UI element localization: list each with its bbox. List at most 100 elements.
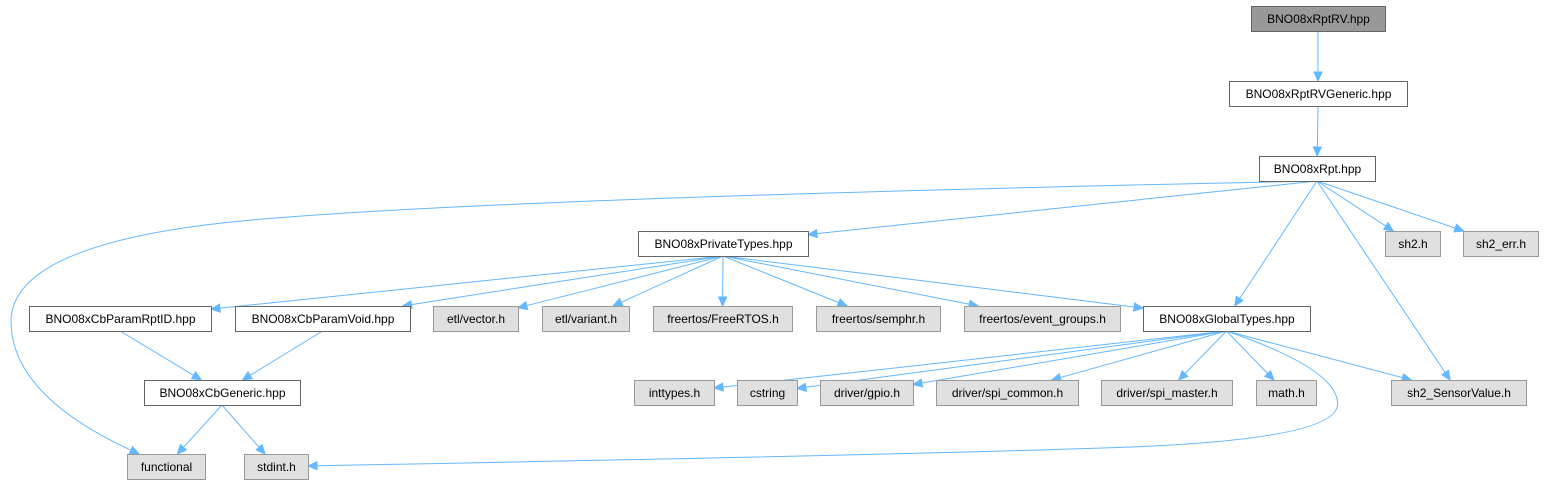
node-box: [235, 306, 411, 332]
arrowhead-icon: [717, 296, 728, 308]
node-label: BNO08xRptRVGeneric.hpp: [1246, 87, 1392, 101]
edge-line: [249, 330, 323, 376]
edge-privtypes-to-etlvariant: [611, 255, 724, 307]
node-box: [936, 380, 1079, 406]
node-box: [29, 306, 212, 332]
node-label: math.h: [1268, 386, 1305, 400]
node-stdint: stdint.h: [244, 454, 309, 480]
edge-cbgeneric-to-stdint: [221, 404, 266, 455]
node-gpio: driver/gpio.h: [820, 380, 914, 406]
arrowhead-icon: [1263, 369, 1275, 381]
node-label: cstring: [750, 386, 785, 400]
edge-rpt-to-globtypes: [1234, 180, 1318, 308]
arrowhead-icon: [241, 370, 254, 381]
edge-globtypes-to-spimaster: [1177, 330, 1227, 381]
edge-line: [805, 330, 1227, 388]
arrowhead-icon: [795, 382, 808, 392]
arrowhead-icon: [306, 460, 318, 471]
node-label: etl/vector.h: [447, 312, 505, 326]
edge-line: [1316, 180, 1387, 227]
edge-line: [1226, 330, 1403, 379]
node-label: BNO08xRpt.hpp: [1274, 162, 1362, 176]
edge-line: [316, 330, 1339, 467]
edge-line: [221, 404, 260, 448]
node-box: [1251, 6, 1386, 32]
edge-cbvoid-to-cbgeneric: [241, 330, 323, 381]
node-spimaster: driver/spi_master.h: [1101, 380, 1233, 406]
edge-cbrptid-to-cbgeneric: [119, 330, 203, 381]
edge-line: [722, 255, 1135, 308]
node-box: [144, 380, 301, 406]
node-box: [816, 306, 941, 332]
node-privtypes[interactable]: BNO08xPrivateTypes.hpp: [638, 231, 809, 257]
arrowhead-icon: [209, 303, 221, 313]
arrowhead-icon: [911, 378, 924, 388]
node-globtypes[interactable]: BNO08xGlobalTypes.hpp: [1143, 306, 1311, 332]
node-rpt[interactable]: BNO08xRpt.hpp: [1259, 156, 1376, 182]
node-rptrv[interactable]: BNO08xRptRV.hpp: [1251, 6, 1386, 32]
node-box: [1101, 380, 1233, 406]
node-box: [638, 231, 809, 257]
edge-rptrv-to-rptrvgen: [1313, 31, 1323, 83]
node-rptrvgen[interactable]: BNO08xRptRVGeneric.hpp: [1229, 81, 1408, 107]
arrowhead-icon: [1234, 295, 1244, 308]
edge-globtypes-to-stdint: [306, 330, 1339, 471]
edge-privtypes-to-semphr: [722, 255, 849, 307]
arrowhead-icon: [1312, 146, 1323, 158]
node-label: inttypes.h: [649, 386, 700, 400]
node-box: [737, 380, 798, 406]
node-box: [634, 380, 715, 406]
node-box: [1385, 231, 1441, 257]
arrowhead-icon: [255, 443, 266, 455]
node-box: [127, 454, 206, 480]
node-box: [433, 306, 519, 332]
node-box: [244, 454, 309, 480]
node-label: freertos/FreeRTOS.h: [667, 312, 779, 326]
node-label: BNO08xPrivateTypes.hpp: [654, 237, 792, 251]
node-cbvoid[interactable]: BNO08xCbParamVoid.hpp: [235, 306, 411, 332]
arrowhead-icon: [1440, 369, 1451, 382]
edge-line: [526, 255, 724, 307]
node-label: BNO08xRptRV.hpp: [1267, 12, 1370, 26]
edge-privtypes-to-cbrptid: [209, 255, 724, 313]
node-box: [964, 306, 1121, 332]
edge-line: [119, 330, 194, 376]
edge-line: [1239, 180, 1318, 299]
edge-line: [921, 330, 1227, 384]
node-box: [1391, 380, 1527, 406]
node-sh2err: sh2_err.h: [1463, 231, 1539, 257]
edge-line: [722, 330, 1227, 388]
node-label: BNO08xCbGeneric.hpp: [159, 386, 285, 400]
node-box: [1229, 81, 1408, 107]
edge-globtypes-to-cstring: [795, 330, 1227, 392]
nodes-layer: BNO08xRptRV.hppBNO08xRptRVGeneric.hppBNO…: [29, 6, 1539, 480]
arrowhead-icon: [1382, 221, 1395, 232]
node-sh2: sh2.h: [1385, 231, 1441, 257]
node-cbrptid[interactable]: BNO08xCbParamRptID.hpp: [29, 306, 212, 332]
node-label: functional: [141, 460, 192, 474]
node-label: freertos/event_groups.h: [979, 312, 1106, 326]
edge-rpt-to-sh2err: [1316, 180, 1465, 233]
edge-line: [183, 404, 223, 448]
node-box: [1256, 380, 1317, 406]
node-box: [1259, 156, 1376, 182]
edge-line: [1060, 330, 1227, 379]
edge-line: [1184, 330, 1227, 374]
node-spicommon: driver/spi_common.h: [936, 380, 1079, 406]
arrowhead-icon: [1313, 71, 1323, 83]
arrowhead-icon: [1132, 302, 1145, 312]
edge-line: [722, 255, 839, 304]
edge-globtypes-to-gpio: [911, 330, 1227, 388]
arrowhead-icon: [611, 297, 624, 307]
node-cbgeneric[interactable]: BNO08xCbGeneric.hpp: [144, 380, 301, 406]
node-cstring: cstring: [737, 380, 798, 406]
arrowhead-icon: [1177, 369, 1189, 381]
node-evgroups: freertos/event_groups.h: [964, 306, 1121, 332]
node-label: BNO08xGlobalTypes.hpp: [1159, 312, 1295, 326]
node-inttypes: inttypes.h: [634, 380, 715, 406]
node-label: driver/spi_common.h: [952, 386, 1063, 400]
edge-line: [1316, 180, 1456, 229]
arrowhead-icon: [516, 300, 529, 311]
node-box: [820, 380, 914, 406]
edge-cbgeneric-to-functional: [176, 404, 223, 455]
